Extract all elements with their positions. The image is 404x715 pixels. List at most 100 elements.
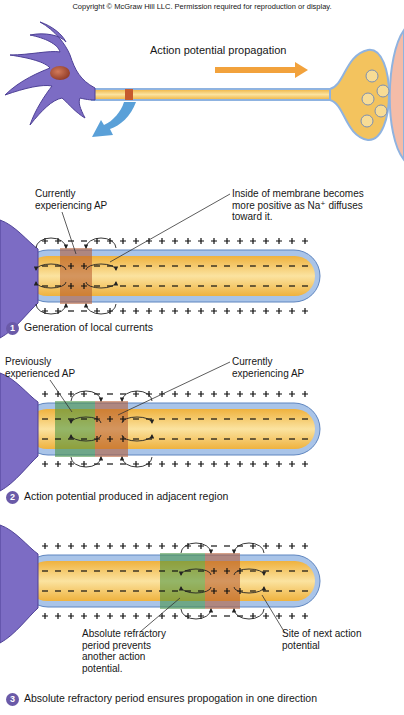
minus-charge xyxy=(263,570,269,571)
minus-charge xyxy=(68,570,74,571)
axon-segment xyxy=(0,373,320,491)
minus-charge xyxy=(120,590,126,591)
plus-charge xyxy=(224,588,230,594)
plus-charge xyxy=(302,308,308,314)
minus-charge xyxy=(263,285,269,286)
copyright-notice: Copyright © McGraw Hill LLC. Permission … xyxy=(0,3,404,12)
callout-number: 3 xyxy=(6,693,19,706)
minus-charge xyxy=(250,265,256,266)
plus-charge xyxy=(224,308,230,314)
minus-charge xyxy=(81,438,87,439)
action-potential-region xyxy=(60,248,92,304)
callout-number: 2 xyxy=(6,491,19,504)
plus-charge xyxy=(211,308,217,314)
minus-charge xyxy=(55,438,61,439)
axon-panels xyxy=(0,220,320,643)
minus-charge xyxy=(81,570,87,571)
plus-charge xyxy=(263,391,269,397)
plus-charge xyxy=(172,461,178,467)
plus-charge xyxy=(211,461,217,467)
plus-charge xyxy=(159,613,165,619)
plus-charge xyxy=(42,613,48,619)
plus-charge xyxy=(224,391,230,397)
minus-charge xyxy=(276,590,282,591)
plus-charge xyxy=(276,543,282,549)
minus-charge xyxy=(211,418,217,419)
plus-charge xyxy=(302,543,308,549)
minus-charge xyxy=(302,265,308,266)
local-current-arrow xyxy=(36,304,66,314)
minus-charge xyxy=(81,240,87,241)
region-label: Previously experienced AP xyxy=(5,356,90,379)
plus-charge xyxy=(211,588,217,594)
minus-charge xyxy=(302,418,308,419)
plus-charge xyxy=(185,461,191,467)
plus-charge xyxy=(185,308,191,314)
direction-label: Action potential propagation xyxy=(150,44,310,57)
nucleus xyxy=(50,66,70,80)
plus-charge xyxy=(107,436,113,442)
plus-charge xyxy=(289,308,295,314)
minus-charge xyxy=(159,285,165,286)
minus-charge xyxy=(146,265,152,266)
minus-charge xyxy=(159,438,165,439)
plus-charge xyxy=(81,613,87,619)
plus-charge xyxy=(159,543,165,549)
minus-charge xyxy=(133,285,139,286)
minus-charge xyxy=(302,590,308,591)
refractory-region xyxy=(55,401,95,457)
plus-charge xyxy=(81,461,87,467)
minus-charge xyxy=(198,265,204,266)
minus-charge xyxy=(133,438,139,439)
minus-charge xyxy=(159,590,165,591)
plus-charge xyxy=(120,613,126,619)
cell-body xyxy=(5,22,95,125)
minus-charge xyxy=(237,418,243,419)
plus-charge xyxy=(172,238,178,244)
minus-charge xyxy=(120,285,126,286)
minus-charge xyxy=(172,438,178,439)
minus-charge xyxy=(107,463,113,464)
minus-charge xyxy=(159,265,165,266)
minus-charge xyxy=(224,615,230,616)
leader-line xyxy=(140,598,180,632)
minus-charge xyxy=(250,570,256,571)
plus-charge xyxy=(94,613,100,619)
plus-charge xyxy=(198,391,204,397)
plus-charge xyxy=(289,238,295,244)
callout-note: Absolute refractory period prevents anot… xyxy=(82,628,182,674)
local-current-arrow xyxy=(181,569,211,575)
plus-charge xyxy=(198,461,204,467)
active-segment xyxy=(125,89,133,100)
minus-charge xyxy=(42,438,48,439)
minus-charge xyxy=(198,570,204,571)
minus-charge xyxy=(42,570,48,571)
minus-charge xyxy=(198,438,204,439)
minus-charge xyxy=(198,590,204,591)
action-potential-region xyxy=(205,553,240,609)
local-current-arrow xyxy=(234,569,264,575)
minus-charge xyxy=(55,418,61,419)
plus-charge xyxy=(289,613,295,619)
local-current-arrow xyxy=(181,543,211,553)
minus-charge xyxy=(172,570,178,571)
minus-charge xyxy=(185,285,191,286)
minus-charge xyxy=(107,590,113,591)
minus-charge xyxy=(133,570,139,571)
plus-charge xyxy=(68,283,74,289)
minus-charge xyxy=(224,545,230,546)
plus-charge xyxy=(146,613,152,619)
plus-charge xyxy=(263,461,269,467)
plus-charge xyxy=(263,308,269,314)
plus-charge xyxy=(302,391,308,397)
plus-charge xyxy=(250,238,256,244)
minus-charge xyxy=(94,570,100,571)
minus-charge xyxy=(224,265,230,266)
refractory-region xyxy=(160,553,205,609)
axon xyxy=(92,89,334,100)
minus-charge xyxy=(211,438,217,439)
plus-charge xyxy=(250,461,256,467)
region-label: Currently experiencing AP xyxy=(232,356,332,379)
cell-body xyxy=(0,220,38,338)
minus-charge xyxy=(68,590,74,591)
